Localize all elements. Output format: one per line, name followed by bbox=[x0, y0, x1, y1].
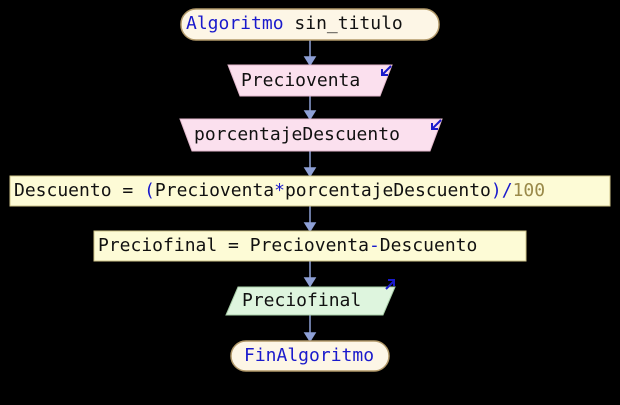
assign2-minus: - bbox=[368, 235, 380, 256]
input-shape-1 bbox=[227, 64, 393, 97]
end-keyword: FinAlgoritmo bbox=[244, 345, 375, 366]
input-arrow-icon-2 bbox=[431, 119, 442, 130]
assign1-b: porcentajeDescuento bbox=[284, 180, 491, 201]
connector-lines bbox=[303, 40, 317, 343]
algorithm-name: sin_titulo bbox=[294, 13, 403, 34]
assign1-lparen: ( bbox=[144, 180, 155, 201]
assign-shape-1 bbox=[9, 175, 611, 207]
assign-label-2: Preciofinal = Precioventa-Descuento bbox=[98, 235, 477, 257]
assign2-target: Preciofinal bbox=[98, 235, 218, 256]
assign1-num: 100 bbox=[512, 180, 546, 201]
output-label-1: Preciofinal bbox=[242, 290, 361, 312]
assign1-target: Descuento bbox=[14, 180, 112, 201]
output-shape-1 bbox=[225, 286, 396, 316]
assign2-eq: = bbox=[217, 235, 250, 256]
input-label-1: Precioventa bbox=[241, 70, 360, 92]
output-var-1: Preciofinal bbox=[242, 290, 362, 311]
assign2-b: Descuento bbox=[379, 235, 478, 256]
arrowhead bbox=[303, 277, 317, 288]
input-var-1: Precioventa bbox=[241, 70, 361, 91]
start-terminal-label: Algoritmo sin_titulo bbox=[186, 13, 403, 35]
end-terminal-label: FinAlgoritmo bbox=[244, 345, 374, 367]
arrowhead bbox=[303, 167, 317, 178]
input-shape-2 bbox=[179, 118, 443, 152]
start-terminal-shape bbox=[180, 8, 440, 41]
end-terminal-shape bbox=[230, 340, 390, 372]
assign1-rparen: ) bbox=[490, 180, 502, 201]
input-var-2: porcentajeDescuento bbox=[194, 124, 400, 145]
assign1-eq: = bbox=[111, 180, 145, 201]
assign2-a: Precioventa bbox=[249, 235, 369, 256]
assign-shape-2 bbox=[93, 230, 527, 262]
input-label-2: porcentajeDescuento bbox=[194, 124, 400, 146]
output-arrow-icon-1 bbox=[385, 279, 395, 290]
assign1-a: Precioventa bbox=[154, 180, 275, 201]
arrowhead bbox=[303, 332, 317, 343]
assign1-mul: * bbox=[274, 180, 285, 201]
assign-label-1: Descuento = (Precioventa*porcentajeDescu… bbox=[14, 180, 545, 202]
input-arrow-icon-1 bbox=[381, 65, 392, 76]
assign1-div: / bbox=[501, 180, 513, 201]
arrowhead bbox=[303, 56, 317, 67]
arrowhead bbox=[303, 110, 317, 121]
arrowhead bbox=[303, 222, 317, 233]
start-keyword: Algoritmo bbox=[186, 13, 284, 34]
